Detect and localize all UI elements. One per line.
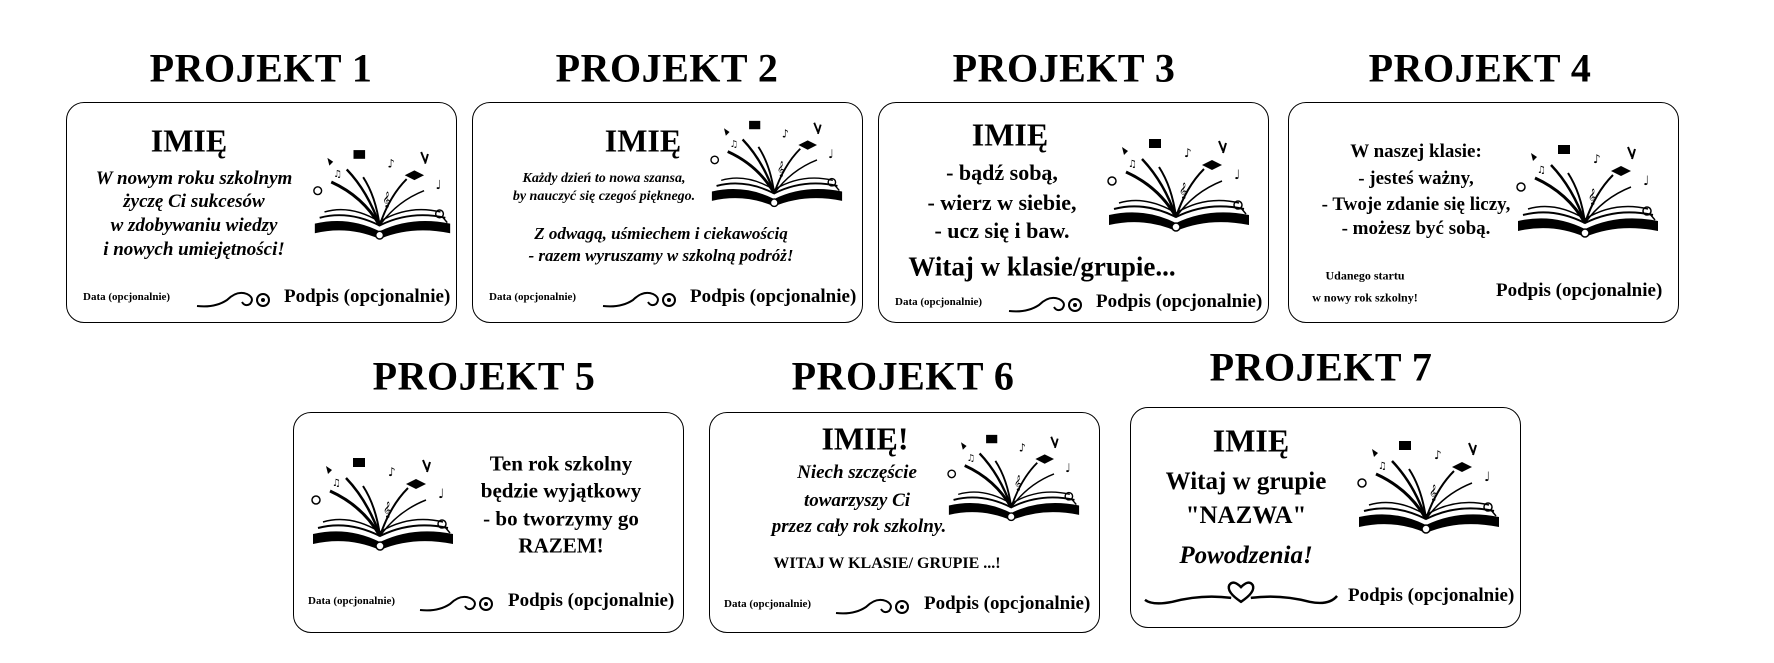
- project-3-card[interactable]: IMIĘ - bądź sobą, - wierz w siebie, - uc…: [878, 102, 1269, 323]
- swirl-ornament-icon: [418, 590, 498, 614]
- date-label: Data (opcjonalnie): [724, 598, 812, 610]
- signature-label: Podpis (opcjonalnie): [284, 286, 451, 307]
- message-line: - ucz się i baw.: [934, 218, 1070, 243]
- open-book-icon: [707, 119, 847, 212]
- project-6-card[interactable]: IMIĘ! Niech szczęście towarzyszy Ci prze…: [709, 412, 1100, 633]
- message-line: i nowych umiejętności!: [103, 239, 285, 260]
- message-line: w zdobywaniu wiedzy: [110, 215, 278, 236]
- signature-label: Podpis (opcjonalnie): [508, 590, 675, 611]
- heart-flourish-icon: [1143, 578, 1339, 608]
- message-line: - jesteś ważny,: [1358, 168, 1474, 189]
- date-label: Data (opcjonalnie): [83, 291, 171, 303]
- open-book-icon: [308, 456, 458, 556]
- message-line: W nowym roku szkolnym: [95, 168, 293, 189]
- message-line: przez cały rok szkolny.: [771, 516, 947, 537]
- open-book-icon: [944, 433, 1084, 526]
- message-line: Witaj w grupie: [1165, 468, 1327, 495]
- signature-label: Podpis (opcjonalnie): [690, 286, 857, 307]
- signature-label: Podpis (opcjonalnie): [1096, 291, 1263, 312]
- message-line: Niech szczęście: [797, 462, 917, 483]
- message-line: by nauczyć się czegoś pięknego.: [512, 189, 696, 204]
- signature-label: Podpis (opcjonalnie): [1496, 280, 1663, 301]
- closing-line: w nowy rok szkolny!: [1312, 290, 1418, 305]
- message-line: Z odwagą, uśmiechem i ciekawością: [534, 224, 788, 243]
- swirl-ornament-icon: [834, 593, 914, 617]
- welcome-line: WITAJ W KLASIE/ GRUPIE ...!: [773, 555, 1001, 572]
- date-label: Data (opcjonalnie): [489, 291, 577, 303]
- swirl-ornament-icon: [1007, 291, 1087, 315]
- project-4-title: PROJEKT 4: [1368, 45, 1592, 91]
- date-label: Data (opcjonalnie): [308, 595, 396, 607]
- message-line: - możesz być sobą.: [1341, 218, 1491, 239]
- message-line: - bo tworzymy go: [483, 506, 639, 531]
- name-placeholder: IMIĘ!: [821, 420, 909, 457]
- date-label: Data (opcjonalnie): [895, 296, 983, 308]
- open-book-icon: [310, 148, 455, 245]
- message-line: "NAZWA": [1185, 502, 1307, 529]
- open-book-icon: [1513, 143, 1663, 243]
- message-line: Powodzenia!: [1179, 542, 1313, 569]
- message-line: towarzyszy Ci: [803, 490, 911, 511]
- open-book-icon: [1354, 439, 1504, 539]
- message-line: W naszej klasie:: [1350, 141, 1482, 162]
- project-6-title: PROJEKT 6: [791, 353, 1015, 399]
- welcome-line: Witaj w klasie/grupie...: [908, 251, 1176, 282]
- closing-line: Udanego startu: [1325, 268, 1405, 283]
- message-line: będzie wyjątkowy: [480, 478, 642, 503]
- name-placeholder: IMIĘ: [604, 122, 682, 159]
- name-placeholder: IMIĘ: [971, 116, 1049, 153]
- message-line: - wierz w siebie,: [927, 190, 1077, 215]
- message-line: Ten rok szkolny: [489, 451, 633, 476]
- project-5-title: PROJEKT 5: [372, 353, 596, 399]
- message-line: - bądź sobą,: [946, 160, 1058, 185]
- message-line: życzę Ci sukcesów: [123, 191, 265, 212]
- signature-label: Podpis (opcjonalnie): [1348, 585, 1515, 606]
- project-4-card[interactable]: W naszej klasie: - jesteś ważny, - Twoje…: [1288, 102, 1679, 323]
- message-line: - Twoje zdanie się liczy,: [1321, 194, 1511, 215]
- project-5-card[interactable]: Ten rok szkolny będzie wyjątkowy - bo tw…: [293, 412, 684, 633]
- project-7-card[interactable]: IMIĘ Witaj w grupie "NAZWA" Powodzenia! …: [1130, 407, 1521, 628]
- project-1-card[interactable]: IMIĘ W nowym roku szkolnym życzę Ci sukc…: [66, 102, 457, 323]
- project-1-title: PROJEKT 1: [149, 45, 373, 91]
- message-line: - razem wyruszamy w szkolną podróż!: [528, 246, 794, 265]
- swirl-ornament-icon: [601, 286, 681, 310]
- project-3-title: PROJEKT 3: [952, 45, 1176, 91]
- swirl-ornament-icon: [195, 286, 275, 310]
- project-2-card[interactable]: IMIĘ Każdy dzień to nowa szansa, by nauc…: [472, 102, 863, 323]
- project-2-title: PROJEKT 2: [555, 45, 779, 91]
- project-7-title: PROJEKT 7: [1209, 344, 1433, 390]
- open-book-icon: [1104, 137, 1254, 237]
- message-line: RAZEM!: [518, 533, 604, 558]
- name-placeholder: IMIĘ: [150, 122, 228, 159]
- signature-label: Podpis (opcjonalnie): [924, 593, 1091, 614]
- name-placeholder: IMIĘ: [1212, 422, 1290, 459]
- message-line: Każdy dzień to nowa szansa,: [522, 171, 686, 186]
